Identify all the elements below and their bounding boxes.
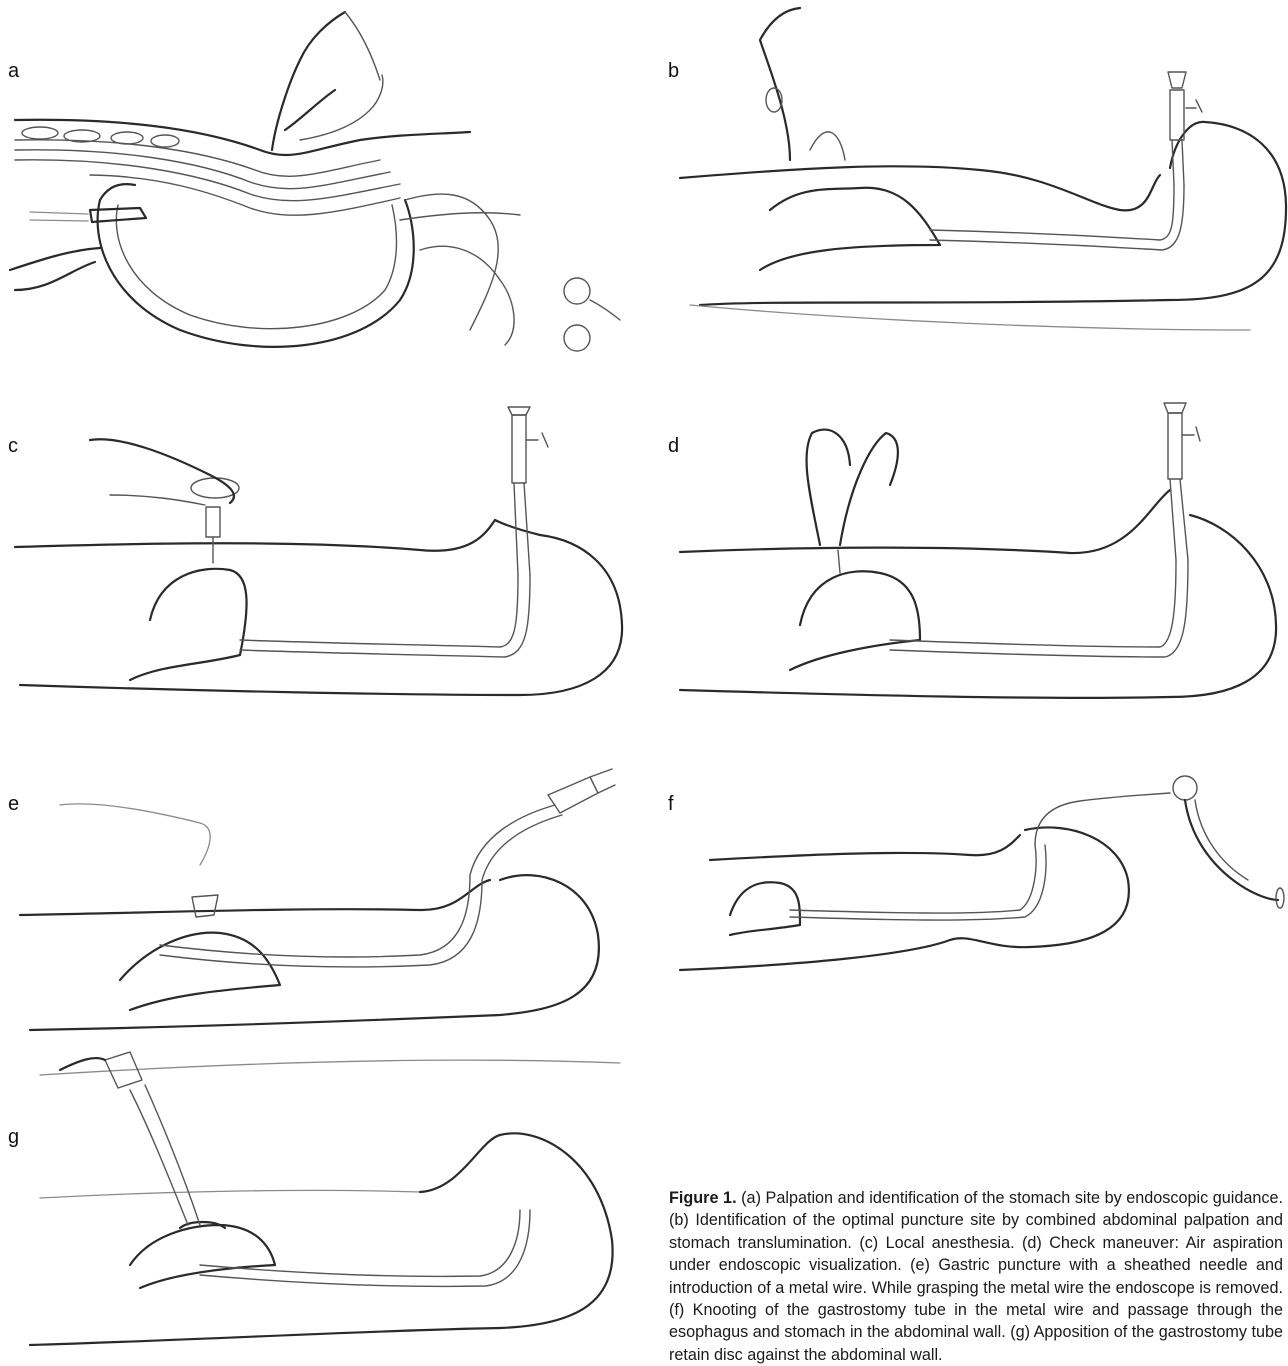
panel-c-drawing — [0, 395, 640, 745]
panel-b-drawing — [650, 0, 1288, 370]
figure-label: Figure 1. — [669, 1189, 737, 1207]
panel-a-drawing — [0, 0, 640, 370]
panel-d-drawing — [650, 395, 1288, 745]
panel-f-drawing — [650, 765, 1288, 1025]
panel-g-drawing — [0, 1040, 640, 1360]
figure-caption-text: (a) Palpation and identification of the … — [669, 1189, 1283, 1364]
panel-e-drawing — [0, 765, 640, 1085]
figure-caption: Figure 1. (a) Palpation and identificati… — [669, 1187, 1283, 1366]
